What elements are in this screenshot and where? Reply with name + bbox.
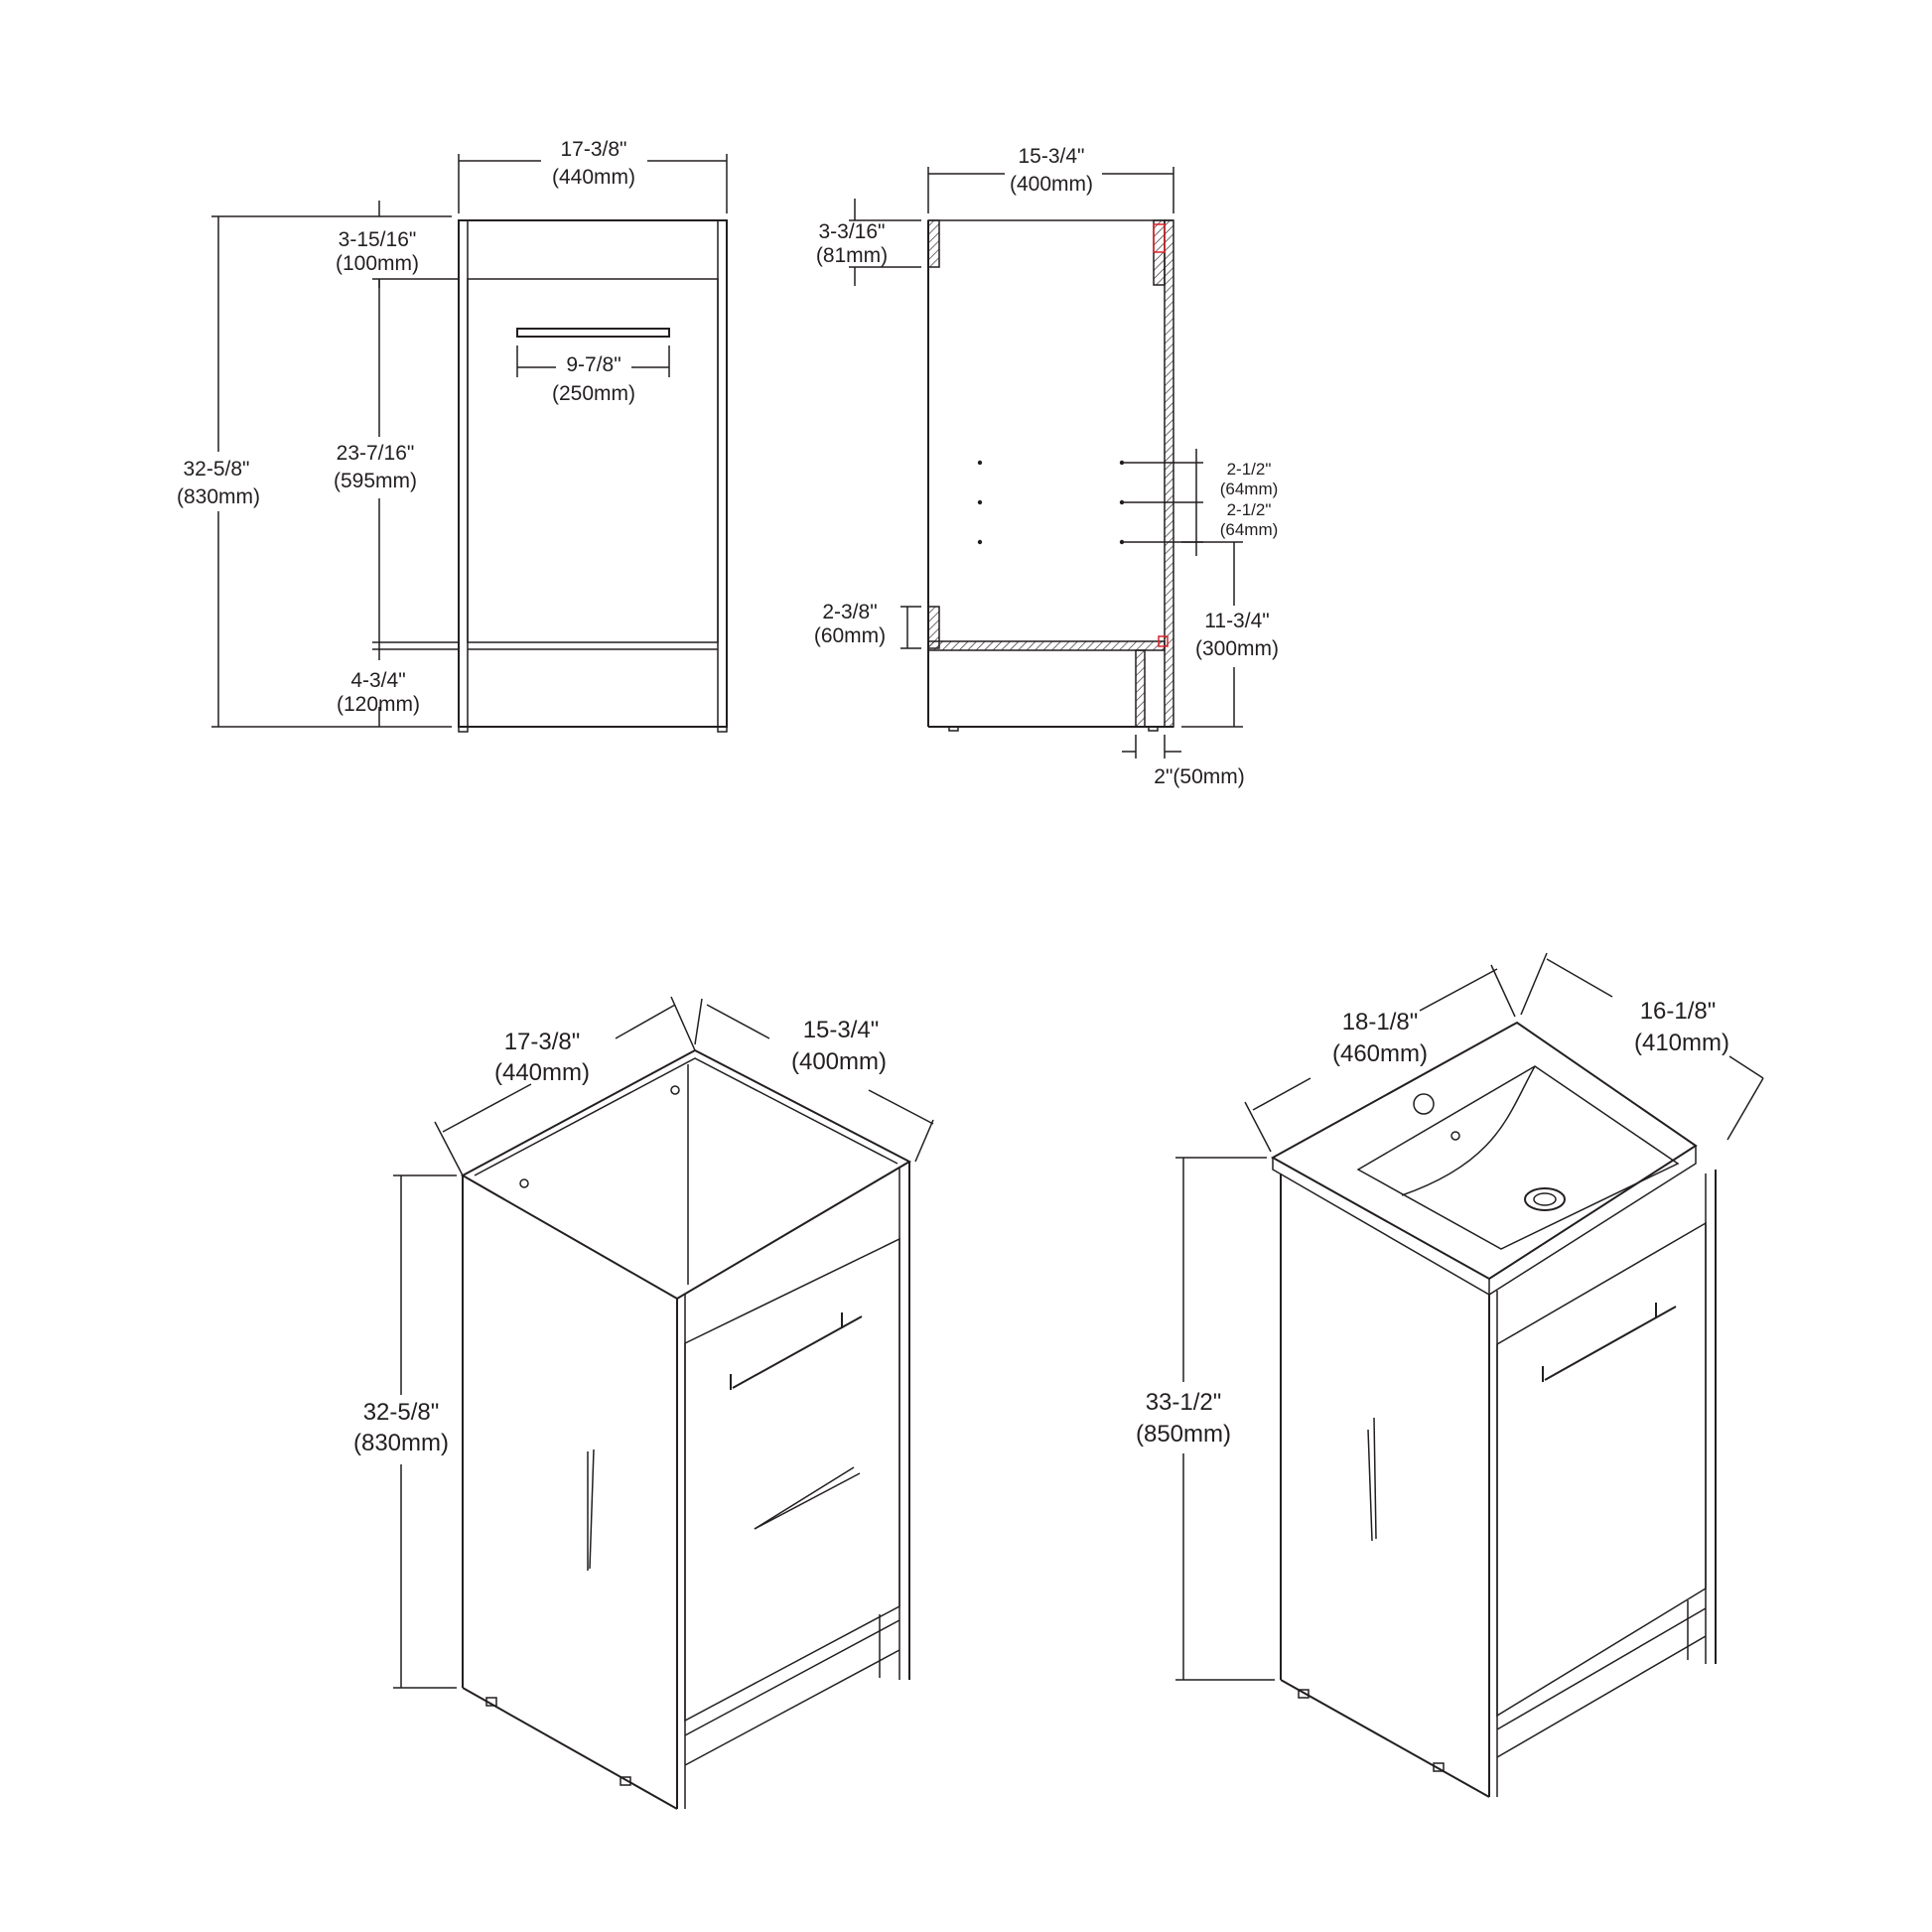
hole2-in: 2-1/2" xyxy=(1227,500,1272,519)
side-depth-mm: (400mm) xyxy=(1010,173,1093,196)
top-rail-mm: (100mm) xyxy=(336,252,419,275)
front-width-mm: (440mm) xyxy=(552,166,635,189)
vanity-height-dimension: 33-1/2" (850mm) xyxy=(1136,1157,1275,1681)
vanity-isometric: 18-1/8" (460mm) 16-1/8" (410mm) 33-1/2" … xyxy=(1136,952,1764,1798)
cabinet-depth-in: 15-3/4" xyxy=(803,1017,880,1043)
vanity-width-in: 18-1/8" xyxy=(1342,1009,1419,1035)
toe-kick-dimension: 2"(50mm) xyxy=(1122,735,1245,788)
top-rail-in: 3-15/16" xyxy=(339,228,417,251)
cabinet-width-dimension: 17-3/8" (440mm) xyxy=(434,996,696,1176)
vanity-height-mm: (850mm) xyxy=(1136,1421,1231,1448)
door-height-dimension: 23-7/16" (595mm) xyxy=(334,279,459,643)
shelf-pin-holes xyxy=(977,460,1125,545)
door-height-mm: (595mm) xyxy=(334,470,417,492)
top-back-in: 3-3/16" xyxy=(819,220,886,243)
vanity-width-mm: (460mm) xyxy=(1332,1040,1428,1067)
front-height-in: 32-5/8" xyxy=(184,458,250,481)
hole1-mm: (64mm) xyxy=(1220,480,1279,498)
vanity-handle xyxy=(1542,1303,1677,1382)
side-depth-in: 15-3/4" xyxy=(1019,145,1085,168)
toe-kick-label: 2"(50mm) xyxy=(1154,765,1244,788)
vanity-width-dimension: 18-1/8" (460mm) xyxy=(1244,964,1516,1153)
handle-in: 9-7/8" xyxy=(566,353,621,376)
cabinet-width-in: 17-3/8" xyxy=(504,1029,581,1055)
cabinet-swing-arrows xyxy=(587,1449,861,1571)
vanity-depth-dimension: 16-1/8" (410mm) xyxy=(1520,952,1764,1141)
side-depth-dimension: 15-3/4" (400mm) xyxy=(927,145,1174,213)
handle-dimension: 9-7/8" (250mm) xyxy=(516,345,670,405)
hole-spacing-dimension: 2-1/2" (64mm) 2-1/2" (64mm) xyxy=(1122,449,1278,556)
vanity-body xyxy=(1280,1170,1717,1798)
vanity-height-in: 33-1/2" xyxy=(1146,1389,1222,1416)
front-view: 17-3/8" (440mm) 32-5/8" (830mm) 3-15/16"… xyxy=(177,138,728,733)
low-back-in: 2-3/8" xyxy=(822,601,877,623)
handle-mm: (250mm) xyxy=(552,382,635,405)
base-in: 4-3/4" xyxy=(350,669,405,692)
low-back-mm: (60mm) xyxy=(814,624,886,647)
cabinet-isometric: 17-3/8" (440mm) 15-3/4" (400mm) 32-5/8" … xyxy=(353,996,934,1810)
low-back-dimension: 2-3/8" (60mm) xyxy=(814,601,921,649)
front-height-dimension: 32-5/8" (830mm) xyxy=(177,215,452,728)
cabinet-handle xyxy=(730,1312,863,1390)
base-mm: (120mm) xyxy=(337,693,420,716)
door-height-in: 23-7/16" xyxy=(337,442,415,465)
top-back-dimension: 3-3/16" (81mm) xyxy=(816,199,921,286)
vanity-depth-mm: (410mm) xyxy=(1634,1030,1729,1056)
cabinet-depth-mm: (400mm) xyxy=(791,1048,887,1075)
cabinet-height-dimension: 32-5/8" (830mm) xyxy=(353,1174,457,1689)
cabinet-body xyxy=(460,1048,912,1810)
side-section-view: 15-3/4" (400mm) 3-3/16" (81mm) 2-1/2" (6… xyxy=(814,145,1279,788)
hole1-in: 2-1/2" xyxy=(1227,460,1272,479)
cabinet-depth-dimension: 15-3/4" (400mm) xyxy=(694,998,934,1163)
side-cabinet-outline xyxy=(927,219,1174,732)
vanity-swing-arrow xyxy=(1367,1417,1377,1542)
front-width-dimension: 17-3/8" (440mm) xyxy=(458,138,728,213)
front-cabinet-outline xyxy=(458,219,728,733)
base-dimension: 4-3/4" (120mm) xyxy=(337,642,459,727)
vanity-countertop xyxy=(1270,1021,1698,1296)
top-back-mm: (81mm) xyxy=(816,244,888,267)
front-height-mm: (830mm) xyxy=(177,485,260,508)
shelf-height-mm: (300mm) xyxy=(1195,637,1279,660)
front-door-handle xyxy=(516,328,670,338)
cabinet-height-in: 32-5/8" xyxy=(363,1399,440,1426)
cabinet-height-mm: (830mm) xyxy=(353,1430,449,1456)
cabinet-width-mm: (440mm) xyxy=(494,1059,590,1086)
shelf-height-dimension: 11-3/4" (300mm) xyxy=(1181,541,1279,728)
vanity-depth-in: 16-1/8" xyxy=(1640,998,1717,1025)
front-width-in: 17-3/8" xyxy=(561,138,627,161)
hole2-mm: (64mm) xyxy=(1220,520,1279,539)
shelf-height-in: 11-3/4" xyxy=(1204,610,1269,632)
top-rail-dimension: 3-15/16" (100mm) xyxy=(336,201,459,288)
